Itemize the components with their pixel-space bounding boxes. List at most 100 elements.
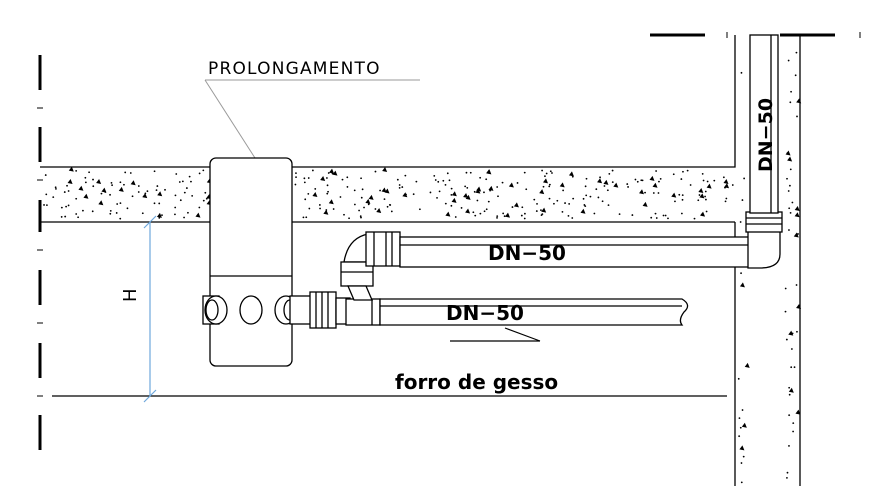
concrete-dot <box>724 200 727 203</box>
concrete-dot <box>564 202 566 204</box>
concrete-dot <box>450 187 453 190</box>
concrete-dot <box>674 200 676 203</box>
concrete-dot <box>390 210 393 213</box>
concrete-dot <box>318 204 321 206</box>
concrete-dot <box>326 192 329 195</box>
concrete-dot <box>303 181 306 184</box>
concrete-aggregate <box>96 178 102 184</box>
upper-pipe <box>399 236 751 268</box>
concrete-aggregate <box>402 192 408 198</box>
concrete-dot <box>92 178 94 181</box>
concrete-dot <box>681 198 684 201</box>
concrete-dot <box>790 90 792 93</box>
concrete-dot <box>137 185 140 187</box>
concrete-dot <box>109 193 111 196</box>
concrete-dot <box>84 181 87 184</box>
concrete-dot <box>680 178 683 180</box>
concrete-aggregate <box>101 187 107 193</box>
concrete-dot <box>788 207 791 210</box>
concrete-dot <box>374 170 377 173</box>
concrete-dot <box>791 201 794 204</box>
concrete-dot <box>792 422 795 424</box>
concrete-dot <box>654 212 657 215</box>
concrete-dot <box>202 169 205 172</box>
concrete-dot <box>178 181 181 183</box>
concrete-dot <box>740 481 743 484</box>
concrete-dot <box>479 212 482 215</box>
concrete-aggregate <box>476 186 482 192</box>
concrete-dot <box>321 178 324 181</box>
concrete-dot <box>788 393 791 396</box>
concrete-dot <box>556 199 559 202</box>
concrete-dot <box>405 193 407 196</box>
height-dimension-label: H <box>120 288 141 302</box>
concrete-dot <box>183 191 186 194</box>
concrete-dot <box>88 171 91 174</box>
concrete-dot <box>450 204 453 207</box>
concrete-dot <box>698 194 701 196</box>
concrete-dot <box>741 409 744 411</box>
concrete-dot <box>473 190 476 193</box>
concrete-dot <box>743 177 746 180</box>
concrete-dot <box>44 174 47 176</box>
concrete-dot <box>549 170 552 173</box>
concrete-aggregate <box>785 150 791 156</box>
concrete-dot <box>678 193 681 196</box>
concrete-dot <box>119 217 122 220</box>
concrete-dot <box>479 176 482 179</box>
concrete-dot <box>60 206 63 209</box>
concrete-dot <box>466 186 469 189</box>
concrete-dot <box>636 180 639 183</box>
concrete-dot <box>788 414 791 417</box>
concrete-dot <box>360 177 362 180</box>
ceiling-label: forro de gesso <box>395 370 558 394</box>
concrete-dot <box>339 196 342 198</box>
concrete-dot <box>548 197 551 200</box>
concrete-dot <box>119 202 122 205</box>
concrete-dot <box>788 229 790 231</box>
concrete-dot <box>533 198 536 201</box>
concrete-dot <box>664 214 667 217</box>
concrete-aggregate <box>156 212 162 218</box>
concrete-dot <box>60 216 63 218</box>
concrete-dot <box>109 209 112 212</box>
concrete-dot <box>796 115 798 118</box>
concrete-dot <box>672 173 675 176</box>
concrete-dot <box>682 170 684 173</box>
concrete-dot <box>67 190 70 192</box>
concrete-aggregate <box>543 178 549 184</box>
concrete-dot <box>640 179 643 182</box>
concrete-dot <box>606 189 609 192</box>
concrete-dot <box>476 199 479 202</box>
concrete-dot <box>179 199 182 202</box>
concrete-dot <box>740 71 743 74</box>
concrete-dot <box>523 217 526 220</box>
concrete-dot <box>784 310 787 313</box>
concrete-dot <box>585 194 588 197</box>
upper-pipe-label: DN−50 <box>488 241 566 265</box>
concrete-dot <box>359 215 362 218</box>
concrete-aggregate <box>541 207 547 213</box>
concrete-dot <box>599 176 601 179</box>
concrete-dot <box>64 215 67 218</box>
concrete-dot <box>567 214 570 217</box>
concrete-dot <box>607 204 610 207</box>
concrete-dot <box>784 287 787 290</box>
concrete-dot <box>433 174 436 177</box>
concrete-dot <box>655 170 658 172</box>
concrete-dot <box>545 172 548 175</box>
concrete-dot <box>164 188 166 191</box>
concrete-aggregate <box>83 193 89 199</box>
concrete-dot <box>496 216 498 219</box>
concrete-dot <box>603 185 606 187</box>
concrete-dot <box>583 204 586 206</box>
concrete-aggregate <box>788 330 794 336</box>
concrete-dot <box>389 204 392 206</box>
concrete-dot <box>190 180 192 183</box>
concrete-dot <box>681 194 684 197</box>
concrete-dot <box>319 207 321 210</box>
concrete-dot <box>520 214 523 217</box>
concrete-dot <box>544 175 546 178</box>
concrete-dot <box>158 202 161 205</box>
concrete-dot <box>175 173 178 175</box>
